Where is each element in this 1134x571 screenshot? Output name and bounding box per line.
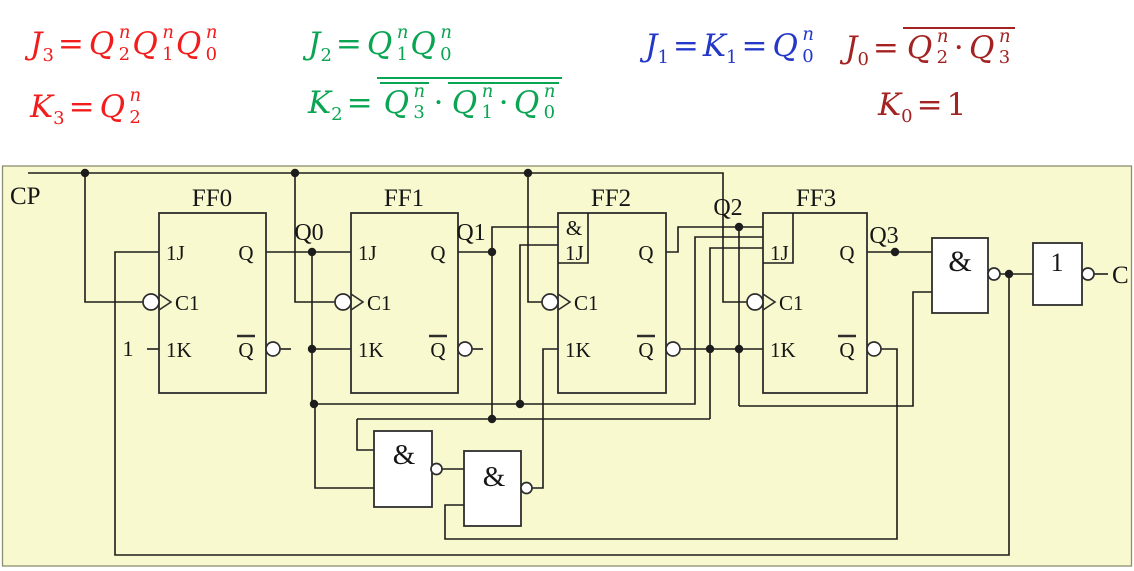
qbar-negation-bubble [265, 341, 281, 357]
pin-label-1j: 1J [770, 241, 789, 265]
net-label-q1: Q1 [456, 220, 485, 246]
qbar-negation-bubble [665, 341, 681, 357]
junction-dot [734, 344, 744, 354]
clock-negation-bubble [142, 293, 160, 311]
wire [519, 244, 558, 404]
junction-dot [705, 344, 715, 354]
carry-nand-label: & [948, 245, 971, 278]
pin-label-1k: 1K [358, 338, 384, 362]
pin-label-q: Q [638, 241, 653, 265]
junction-dot [307, 247, 317, 257]
wire [314, 404, 374, 489]
qbar-negation-bubble [457, 341, 473, 357]
pin-label-q: Q [430, 241, 445, 265]
clock-negation-bubble [334, 293, 352, 311]
wire [527, 173, 542, 303]
pin-label-1k: 1K [565, 338, 591, 362]
wire [491, 226, 558, 252]
nand-gate-a-box [373, 430, 433, 508]
wire [312, 236, 763, 405]
junction-dot [487, 247, 497, 257]
net-label-q3: Q3 [869, 223, 898, 249]
flipflop-name-FF0: FF0 [192, 185, 232, 212]
junction-dot [515, 399, 525, 409]
flipflop-name-FF3: FF3 [796, 185, 836, 212]
junction-dot [307, 344, 317, 354]
wire [532, 348, 558, 489]
carry-output-label: C [1112, 262, 1129, 289]
wire [356, 419, 374, 451]
wire [709, 247, 763, 419]
inverter-output-bubble [1081, 267, 1095, 281]
wire [739, 291, 932, 407]
clock-negation-bubble [541, 293, 559, 311]
pin-label-qbar: Q [839, 338, 854, 362]
constant-one-label: 1 [123, 336, 134, 361]
pin-label-1j: 1J [358, 241, 377, 265]
wire [444, 348, 898, 540]
carry-nand-output-bubble [987, 267, 1001, 281]
junction-dot [890, 247, 900, 257]
net-label-q2: Q2 [713, 195, 742, 221]
clock-negation-bubble [746, 293, 764, 311]
wire [294, 173, 335, 303]
pin-label-qbar: Q [238, 338, 253, 362]
nand-gate-a-label: & [393, 439, 416, 471]
junction-dot [290, 168, 300, 178]
cp-label: CP [10, 183, 41, 210]
junction-dot [80, 168, 90, 178]
embedded-and-label-FF2: & [566, 216, 582, 240]
pin-label-1j: 1J [565, 241, 584, 265]
pin-label-c1: C1 [574, 291, 599, 315]
pin-label-1k: 1K [166, 338, 192, 362]
pin-label-c1: C1 [367, 291, 392, 315]
junction-dot [734, 222, 744, 232]
circuit-background-panel [1, 165, 1133, 567]
carry-nand-box [931, 237, 989, 314]
pin-label-1j: 1J [166, 241, 185, 265]
nand-gate-b-label: & [483, 461, 506, 493]
wire [114, 251, 1010, 556]
junction-dot [487, 414, 497, 424]
clock-edge-triangle [158, 293, 173, 311]
pin-label-1k: 1K [770, 338, 796, 362]
wire [666, 226, 763, 253]
nand-gate-b-box [463, 450, 522, 527]
clock-edge-triangle [762, 293, 777, 311]
pin-label-q: Q [839, 241, 854, 265]
junction-dot [523, 168, 533, 178]
flipflop-name-FF2: FF2 [591, 185, 631, 212]
inverter-box [1032, 242, 1083, 306]
embedded-and-box-FF2 [558, 213, 589, 264]
net-label-q0: Q0 [294, 220, 323, 246]
wire [84, 173, 143, 303]
junction-dot [309, 399, 319, 409]
clock-edge-triangle [350, 293, 365, 311]
nand-b-output-bubble [520, 481, 533, 495]
equation-K0: K0=1 [878, 87, 967, 128]
pin-label-c1: C1 [779, 291, 804, 315]
embedded-and-box-FF3 [763, 213, 794, 264]
pin-label-qbar: Q [638, 338, 653, 362]
junction-dot [1004, 269, 1014, 279]
qbar-negation-bubble [866, 341, 882, 357]
pin-label-q: Q [238, 241, 253, 265]
clock-edge-triangle [557, 293, 572, 311]
flipflop-name-FF1: FF1 [384, 185, 424, 212]
nand-a-output-bubble [430, 462, 443, 476]
pin-label-qbar: Q [430, 338, 445, 362]
inverter-label: 1 [1051, 248, 1064, 277]
pin-label-c1: C1 [175, 291, 200, 315]
